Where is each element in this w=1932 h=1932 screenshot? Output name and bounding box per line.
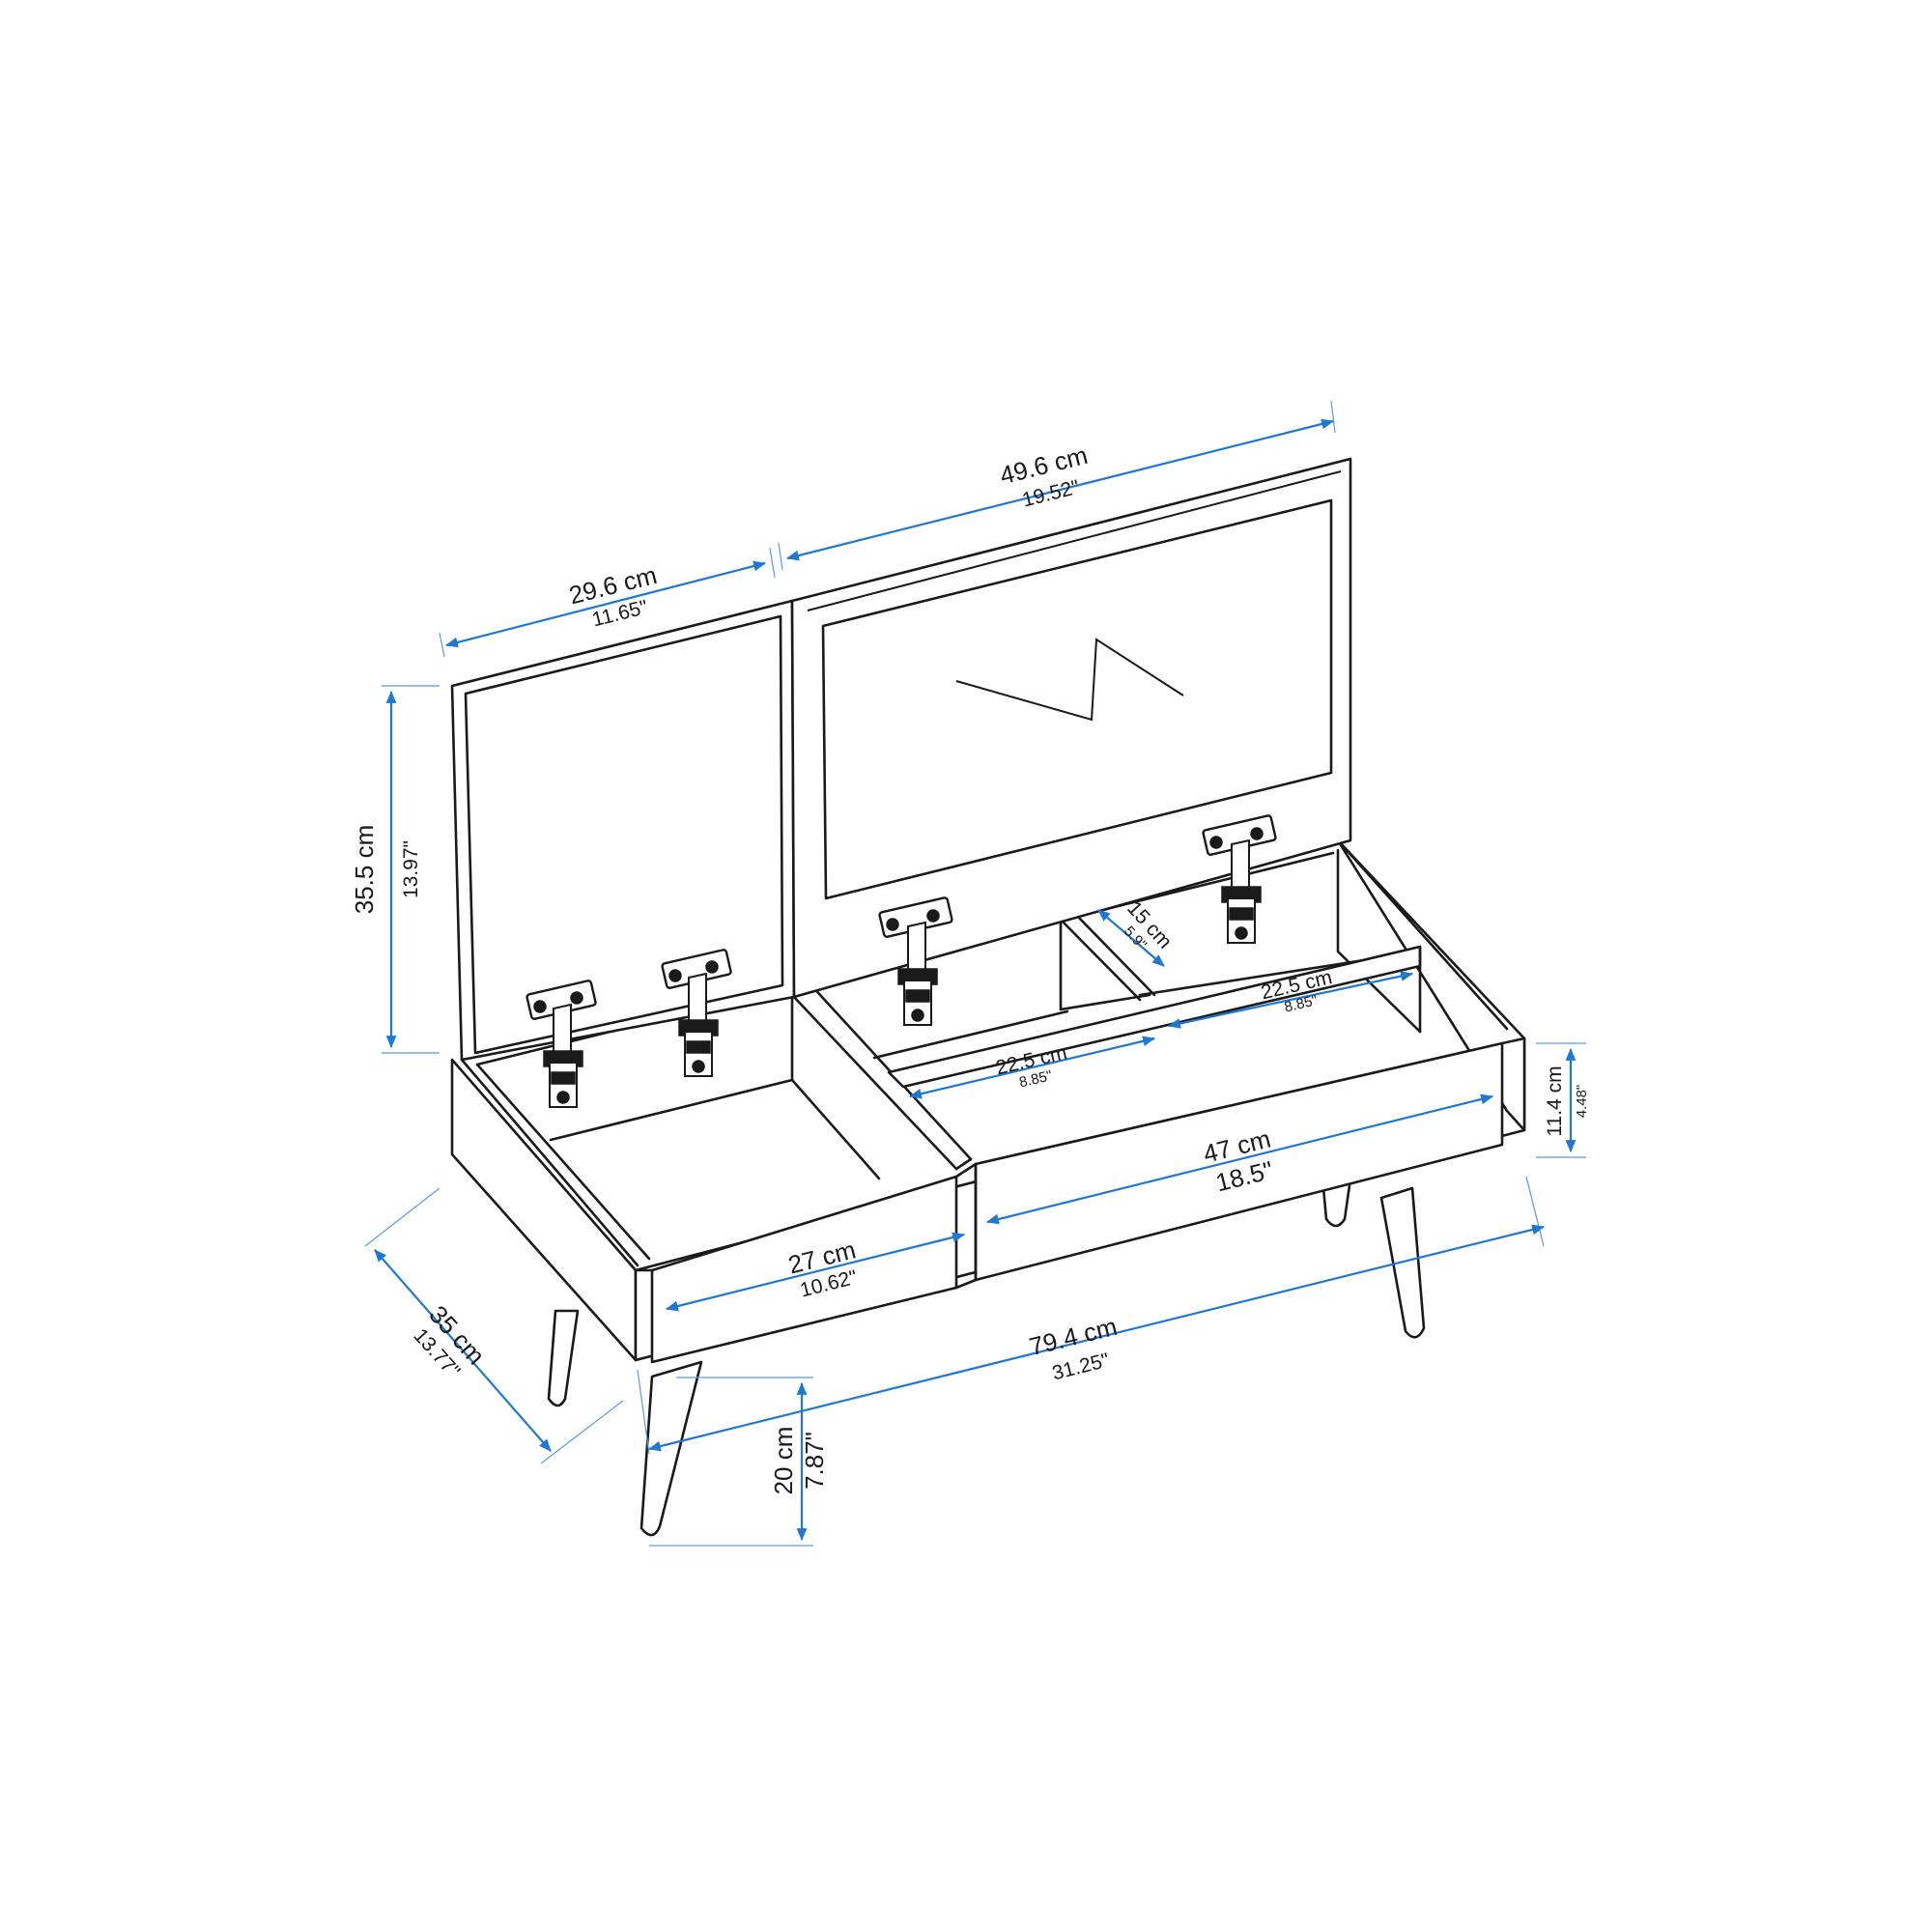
hinge-icon: [526, 980, 597, 1108]
label-metric: 35.5 cm: [350, 825, 379, 915]
label-metric: 11.4 cm: [1544, 1065, 1566, 1136]
label-imperial: 4.48": [1574, 1085, 1590, 1119]
dimension-front-right-width: 47 cm 18.5": [985, 1094, 1494, 1225]
lid-right: [790, 457, 1352, 999]
leg-back-left: [547, 1309, 580, 1407]
mirror-reflection-mark: [955, 638, 1184, 722]
label-imperial: 7.87": [800, 1432, 829, 1490]
label-metric: 20 cm: [769, 1427, 798, 1495]
hinge-icon: [661, 949, 732, 1077]
hinge-icon: [878, 896, 953, 1026]
lid-left: [450, 599, 796, 1062]
dimension-leg-height: 20 cm 7.87": [649, 1377, 829, 1547]
dimension-box-height: 11.4 cm 4.48": [1536, 1042, 1590, 1158]
hinge-icon: [1202, 814, 1277, 944]
dimension-lid-height: 35.5 cm 13.97": [350, 685, 440, 1054]
label-imperial: 13.97": [400, 840, 422, 898]
